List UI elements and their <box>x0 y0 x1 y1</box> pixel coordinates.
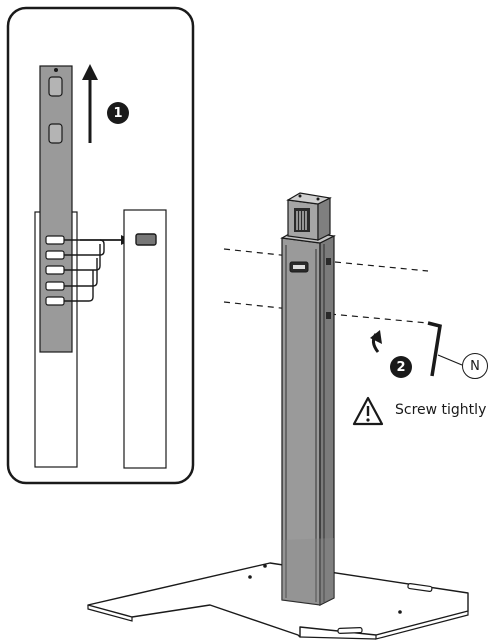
side-tube-slot <box>135 233 157 246</box>
lower-column <box>280 229 336 606</box>
side-tube <box>123 209 167 469</box>
warning-triangle-icon <box>352 396 384 426</box>
upper-column <box>286 192 332 241</box>
guide-lines <box>223 248 429 324</box>
tool-letter-badge: N <box>462 353 488 379</box>
warning-text: Screw tightly <box>395 402 487 418</box>
step-1-badge: 1 <box>107 102 129 124</box>
base-plate <box>87 562 469 638</box>
up-arrow-icon <box>82 64 98 143</box>
inset-panel <box>6 6 195 485</box>
rotate-arrow-icon <box>370 330 382 353</box>
inner-column <box>39 65 73 353</box>
column-slot <box>48 76 63 97</box>
step-2-badge: 2 <box>390 356 412 378</box>
hex-key-icon <box>427 321 463 377</box>
column-slot <box>48 123 63 144</box>
stand-assembly <box>87 192 469 640</box>
